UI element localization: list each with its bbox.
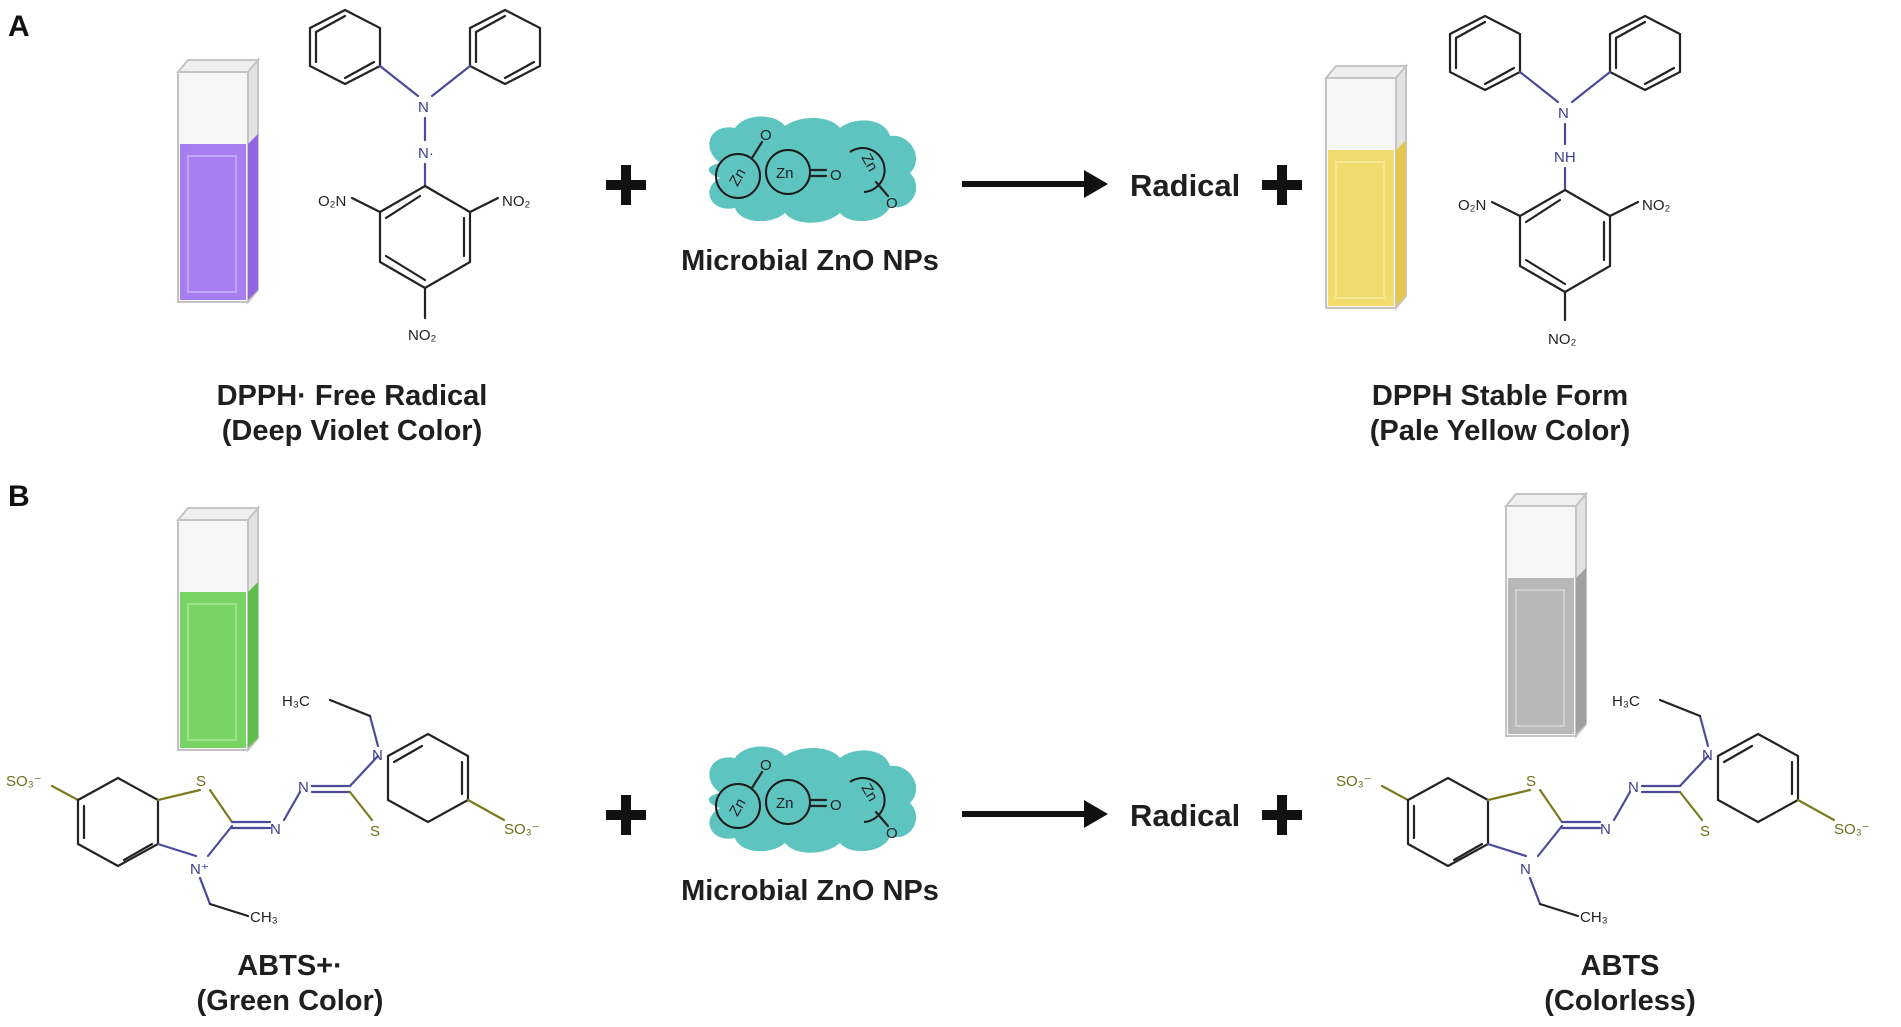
zno-nanoparticle: Zn O Zn O Zn O — [708, 116, 917, 223]
sulfonate-right: SO₃⁻ — [504, 821, 540, 838]
product-caption-line2: (Pale Yellow Color) — [1370, 415, 1631, 447]
methyl-top: H₃C — [282, 693, 310, 710]
atom-s: S — [370, 823, 380, 840]
o-label-2: O — [830, 167, 842, 184]
methyl-top: H₃C — [1612, 693, 1640, 710]
panel-a: A N N· — [8, 8, 1682, 447]
cuvette-icon — [1323, 63, 1409, 311]
o-label-1: O — [760, 127, 772, 144]
panel-letter-a: A — [8, 10, 30, 43]
zn-label-1: Zn — [726, 795, 749, 819]
o-label-3: O — [886, 825, 898, 842]
reactant-solution — [180, 592, 246, 748]
reagent-label: Microbial ZnO NPs — [681, 245, 939, 277]
product-caption-line1: ABTS — [1581, 950, 1660, 982]
right-arrow-icon — [962, 800, 1108, 828]
reactant-caption-line1: ABTS+· — [237, 950, 343, 982]
o-label-1: O — [760, 757, 772, 774]
atom-n-plus: N⁺ — [190, 861, 209, 878]
sulfonate-left: SO₃⁻ — [6, 773, 42, 790]
product-solution — [1508, 578, 1574, 734]
atom-s: S — [1526, 773, 1536, 790]
radical-label: Radical — [1130, 798, 1240, 833]
reactant-solution — [180, 144, 246, 300]
reactant-caption-line2: (Green Color) — [197, 985, 384, 1017]
o-label-3: O — [886, 195, 898, 212]
nitro-right-label: NO₂ — [1642, 197, 1671, 214]
zn-label-2: Zn — [776, 165, 794, 182]
nitro-bottom-label: NO₂ — [1548, 331, 1577, 348]
sulfonate-left: SO₃⁻ — [1336, 773, 1372, 790]
atom-s: S — [196, 773, 206, 790]
atom-n: N — [1520, 861, 1531, 878]
cuvette-icon — [1503, 491, 1589, 739]
product-caption-line1: DPPH Stable Form — [1372, 380, 1628, 412]
product-solution — [1328, 150, 1394, 306]
atom-n: N — [1600, 821, 1611, 838]
methyl-bottom: CH₃ — [250, 909, 278, 926]
plus-icon — [1262, 795, 1302, 835]
o-label-2: O — [830, 797, 842, 814]
atom-nh: NH — [1554, 149, 1576, 166]
abts-radical-molecule: SO₃⁻ S N⁺ N N N S SO₃⁻ — [6, 693, 540, 926]
zn-label-3: Zn — [858, 781, 881, 805]
plus-icon — [1262, 165, 1302, 205]
methyl-bottom: CH₃ — [1580, 909, 1608, 926]
reactant-caption-line2: (Deep Violet Color) — [222, 415, 483, 447]
atom-n-top: N — [1558, 105, 1569, 122]
panel-b: B SO₃⁻ S N⁺ N N — [6, 480, 1870, 1017]
zn-label-2: Zn — [776, 795, 794, 812]
reagent-label: Microbial ZnO NPs — [681, 875, 939, 907]
atom-n: N — [1702, 747, 1713, 764]
atom-s: S — [1700, 823, 1710, 840]
reactant-caption-line1: DPPH· Free Radical — [217, 380, 488, 412]
cuvette-icon — [175, 505, 261, 753]
plus-icon — [606, 795, 646, 835]
atom-n: N — [298, 779, 309, 796]
radical-label: Radical — [1130, 168, 1240, 203]
nitro-left-label: O₂N — [318, 193, 346, 210]
plus-icon — [606, 165, 646, 205]
nitro-bottom-label: NO₂ — [408, 327, 437, 344]
zn-label-1: Zn — [726, 165, 749, 189]
atom-n: N — [1628, 779, 1639, 796]
dpph-stable-molecule: N NH O₂N NO₂ NO₂ — [1448, 14, 1682, 348]
abts-molecule: SO₃⁻ S N N N N S SO₃⁻ — [1336, 693, 1870, 926]
atom-n: N — [270, 821, 281, 838]
cuvette-icon — [175, 57, 261, 305]
sulfonate-right: SO₃⁻ — [1834, 821, 1870, 838]
nitro-left-label: O₂N — [1458, 197, 1486, 214]
product-caption-line2: (Colorless) — [1544, 985, 1695, 1017]
atom-n-top: N — [418, 99, 429, 116]
zno-nanoparticle: Zn O Zn O Zn O — [708, 746, 917, 853]
right-arrow-icon — [962, 170, 1108, 198]
zn-label-3: Zn — [858, 151, 881, 175]
atom-n: N — [372, 747, 383, 764]
nitro-right-label: NO₂ — [502, 193, 531, 210]
atom-n-radical: N· — [418, 145, 434, 162]
panel-letter-b: B — [8, 480, 30, 513]
dpph-radical-molecule: N N· O₂N NO₂ NO₂ — [308, 8, 542, 344]
